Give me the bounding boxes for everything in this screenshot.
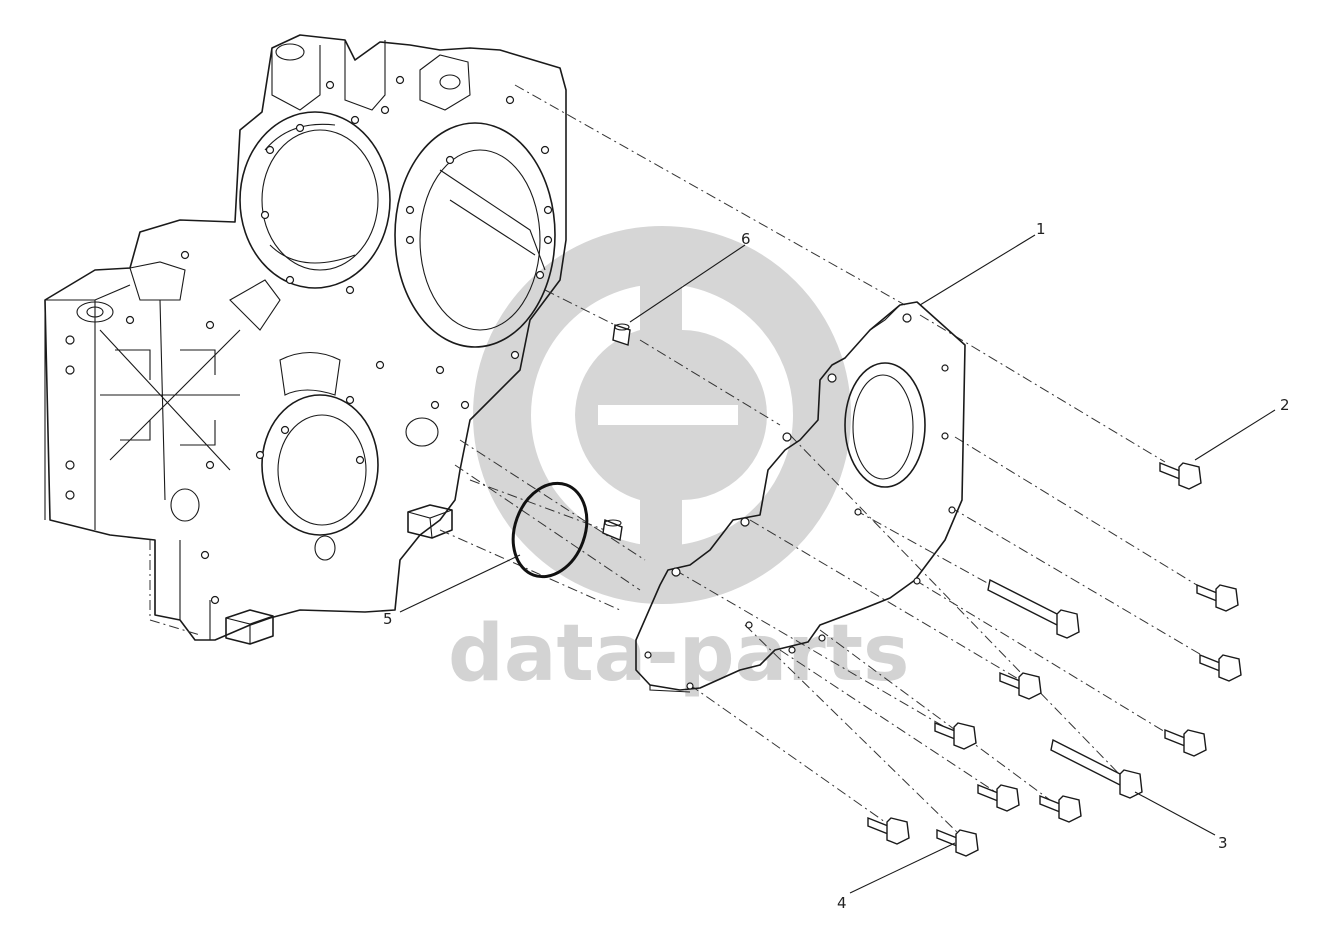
callout-2: 2 <box>1280 396 1290 414</box>
dp-logo-mark <box>473 226 851 604</box>
bolt-item <box>977 783 1020 812</box>
dowel-pins <box>602 323 631 541</box>
callout-5: 5 <box>383 610 393 628</box>
callout-3: 3 <box>1218 834 1228 852</box>
bolt-item <box>867 816 910 845</box>
callout-4: 4 <box>837 894 847 912</box>
long-bolt <box>1050 738 1143 799</box>
bolt-item <box>934 721 977 750</box>
bolt-item <box>1159 461 1202 490</box>
bolt-item <box>1164 728 1207 757</box>
watermark: data-parts <box>448 226 909 699</box>
assembly-lines <box>439 84 1211 836</box>
bolt-item <box>1196 583 1239 612</box>
bolt-item <box>936 828 979 857</box>
long-bolt <box>987 578 1080 639</box>
o-ring <box>511 481 589 579</box>
watermark-text: data-parts <box>448 609 909 699</box>
callout-labels: 1 2 3 4 5 6 <box>383 220 1290 912</box>
bolts <box>867 461 1242 857</box>
housing-holes <box>65 75 553 605</box>
gear-housing <box>44 34 567 645</box>
bolt-item <box>1039 794 1082 823</box>
leader-lines <box>399 234 1276 894</box>
bolt-item <box>999 671 1042 700</box>
bolt-item <box>1199 653 1242 682</box>
callout-1: 1 <box>1036 220 1046 238</box>
callout-6: 6 <box>741 230 751 248</box>
cover-plate <box>635 301 966 693</box>
